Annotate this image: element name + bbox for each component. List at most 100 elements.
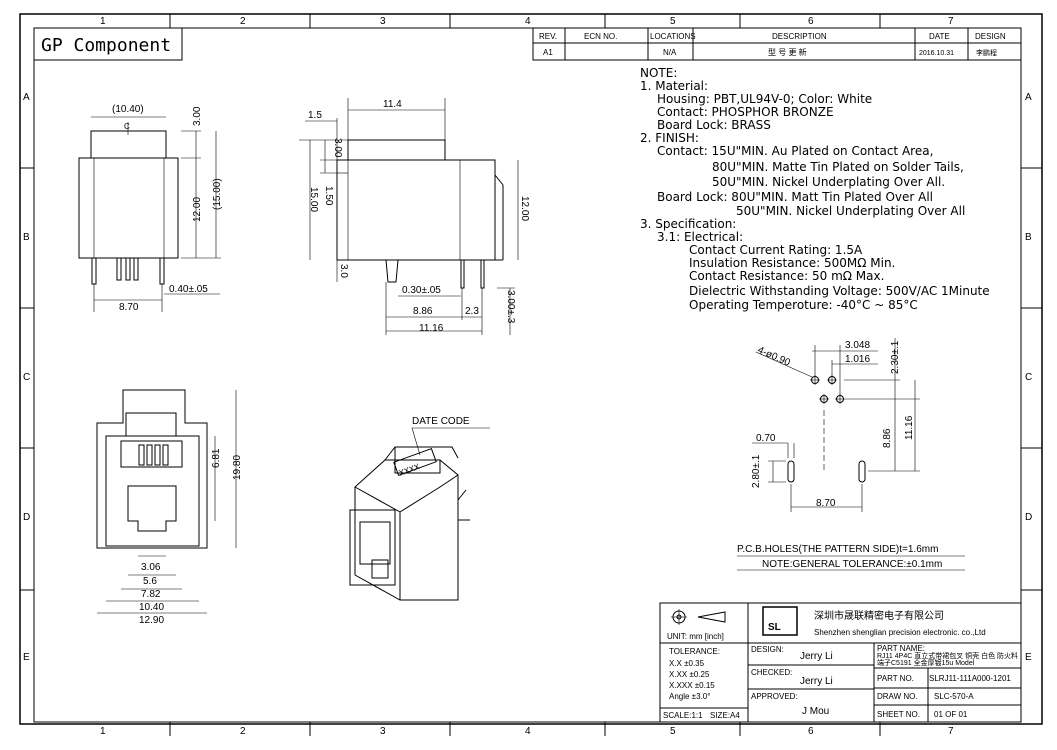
svg-text:1.016: 1.016 [845, 354, 870, 365]
svg-text:X.X ±0.35: X.X ±0.35 [669, 659, 705, 668]
bottom-view: 6.81 19.80 3.06 5.6 7.82 10.40 12.90 [96, 389, 243, 626]
svg-text:1.5: 1.5 [308, 110, 322, 121]
svg-text:CHECKED:: CHECKED: [751, 668, 792, 677]
column-labels-top: 1 2 3 4 5 6 7 [100, 16, 954, 27]
svg-text:Shenzhen shenglian precision e: Shenzhen shenglian precision electronic.… [814, 628, 986, 637]
svg-text:5: 5 [670, 16, 676, 27]
svg-text:3.048: 3.048 [845, 340, 870, 351]
svg-text:3: 3 [380, 16, 386, 27]
svg-text:Angle ±3.0°: Angle ±3.0° [669, 692, 710, 701]
svg-text:2.30±.1: 2.30±.1 [890, 340, 901, 374]
svg-text:X.XX ±0.25: X.XX ±0.25 [669, 670, 710, 679]
svg-text:3: 3 [380, 726, 386, 737]
company-label: GP Component [41, 35, 171, 56]
svg-text:4: 4 [525, 726, 531, 737]
svg-text:SLC-570-A: SLC-570-A [934, 692, 974, 701]
isometric-view: XXXX DATE CODE [349, 416, 490, 601]
svg-text:NOTE:GENERAL TOLERANCE:±0.1mm: NOTE:GENERAL TOLERANCE:±0.1mm [762, 559, 942, 570]
svg-text:TOLERANCE:: TOLERANCE: [669, 647, 720, 656]
svg-text:PART NO.: PART NO. [877, 674, 914, 683]
svg-text:B: B [23, 232, 30, 243]
grid-ticks [20, 14, 1042, 736]
svg-text:7.82: 7.82 [141, 589, 161, 600]
svg-text:11.4: 11.4 [383, 99, 402, 110]
pcb-layout: 4-ø0.90 3.048 1.016 2.30±.1 8.86 11.16 0… [737, 338, 965, 571]
svg-text:2.3: 2.3 [465, 306, 479, 317]
svg-text:4-ø0.90: 4-ø0.90 [756, 345, 792, 369]
svg-text:DESIGN:: DESIGN: [751, 645, 784, 654]
svg-text:12.00: 12.00 [519, 196, 530, 221]
svg-text:11.16: 11.16 [419, 323, 444, 334]
svg-text:UNIT: mm [inch]: UNIT: mm [inch] [667, 632, 724, 641]
svg-text:PART NAME:: PART NAME: [877, 644, 925, 653]
column-labels-bottom: 1 2 3 4 5 6 7 [100, 726, 954, 737]
svg-text:SHEET NO.: SHEET NO. [877, 710, 920, 719]
notes-block: NOTE: 1. Material: Housing: PBT,UL94V-0;… [640, 66, 990, 312]
svg-text:Contact: 15U"MIN. Au Plated on: Contact: 15U"MIN. Au Plated on Contact A… [657, 144, 933, 158]
svg-text:端子C5191 全金厚镀15u Model: 端子C5191 全金厚镀15u Model [877, 658, 975, 667]
svg-text:1. Material:: 1. Material: [640, 79, 708, 93]
row-labels-right: A B C D E [1025, 92, 1032, 663]
svg-text:DRAW NO.: DRAW NO. [877, 692, 918, 701]
svg-text:型 号 更 新: 型 号 更 新 [768, 47, 807, 57]
svg-text:3.0: 3.0 [338, 264, 349, 278]
svg-text:(10.40): (10.40) [112, 104, 144, 115]
svg-text:50U"MIN. Nickel Underplating O: 50U"MIN. Nickel Underplating Over All. [712, 175, 945, 189]
row-labels-left: A B C D E [23, 92, 30, 663]
svg-text:NOTE:: NOTE: [640, 66, 677, 80]
svg-text:DESCRIPTION: DESCRIPTION [772, 32, 827, 41]
svg-text:Insulation Resistance: 500MΩ M: Insulation Resistance: 500MΩ Min. [689, 256, 895, 270]
svg-text:D: D [1025, 512, 1032, 523]
svg-text:REV.: REV. [539, 32, 557, 41]
svg-text:7: 7 [948, 726, 954, 737]
svg-text:DATE: DATE [929, 32, 950, 41]
svg-text:C: C [1025, 372, 1032, 383]
svg-text:C: C [23, 372, 30, 383]
svg-text:2.80±.1: 2.80±.1 [751, 454, 762, 488]
svg-text:2: 2 [240, 726, 246, 737]
outer-frame [19, 13, 1043, 725]
svg-text:D: D [23, 512, 30, 523]
svg-text:Contact Current Rating: 1.5A: Contact Current Rating: 1.5A [689, 243, 863, 257]
inner-frame [33, 27, 1022, 723]
svg-text:Contact Resistance: 50 mΩ Max.: Contact Resistance: 50 mΩ Max. [689, 269, 884, 283]
svg-text:DESIGN: DESIGN [975, 32, 1006, 41]
svg-text:15.00: 15.00 [308, 187, 319, 212]
svg-text:SCALE:1:1: SCALE:1:1 [663, 711, 703, 720]
svg-text:ECN NO.: ECN NO. [584, 32, 617, 41]
company-label-box [33, 27, 183, 61]
svg-text:J Mou: J Mou [802, 706, 829, 717]
svg-text:11.16: 11.16 [904, 415, 915, 440]
svg-text:12.90: 12.90 [139, 615, 164, 626]
svg-text:RJ11 4P4C 直立式带裙包叉 铜壳 白色 防火料: RJ11 4P4C 直立式带裙包叉 铜壳 白色 防火料 [877, 651, 1018, 660]
svg-text:E: E [23, 652, 30, 663]
svg-text:X.XXX ±0.15: X.XXX ±0.15 [669, 681, 715, 690]
svg-text:3.00: 3.00 [192, 106, 203, 126]
svg-text:5: 5 [670, 726, 676, 737]
svg-text:Contact: PHOSPHOR BRONZE: Contact: PHOSPHOR BRONZE [657, 105, 834, 119]
svg-text:8.86: 8.86 [413, 306, 433, 317]
revision-table: REV. ECN NO. LOCATIONS DESCRIPTION DATE … [532, 27, 1022, 61]
svg-text:3.06: 3.06 [141, 562, 161, 573]
svg-text:8.70: 8.70 [816, 498, 836, 509]
svg-text:0.70: 0.70 [756, 433, 776, 444]
svg-text:2: 2 [240, 16, 246, 27]
svg-text:3.00: 3.00 [332, 138, 343, 158]
svg-text:80U"MIN. Matte Tin Plated on S: 80U"MIN. Matte Tin Plated on Solder Tail… [712, 160, 964, 174]
svg-text:6: 6 [808, 16, 814, 27]
svg-text:3. Specification:: 3. Specification: [640, 217, 736, 231]
svg-text:A1: A1 [543, 48, 553, 57]
svg-text:Dielectric Withstanding Voltag: Dielectric Withstanding Voltage: 500V/AC… [689, 284, 990, 298]
svg-text:0.40±.05: 0.40±.05 [169, 284, 208, 295]
svg-text:3.00±.3: 3.00±.3 [505, 290, 516, 324]
svg-text:5.6: 5.6 [143, 576, 157, 587]
svg-text:2. FINISH:: 2. FINISH: [640, 131, 699, 145]
svg-text:E: E [1025, 652, 1032, 663]
svg-text:1: 1 [100, 16, 106, 27]
svg-text:P.C.B.HOLES(THE PATTERN SIDE)t: P.C.B.HOLES(THE PATTERN SIDE)t=1.6mm [737, 544, 938, 555]
svg-text:01 OF 01: 01 OF 01 [934, 710, 968, 719]
svg-text:(15.00): (15.00) [212, 178, 223, 210]
svg-text:Board Lock: 80U"MIN. Matt Tin: Board Lock: 80U"MIN. Matt Tin Plated Ove… [657, 190, 933, 204]
svg-text:50U"MIN. Nickel Underplating O: 50U"MIN. Nickel Underplating Over All [736, 204, 965, 218]
